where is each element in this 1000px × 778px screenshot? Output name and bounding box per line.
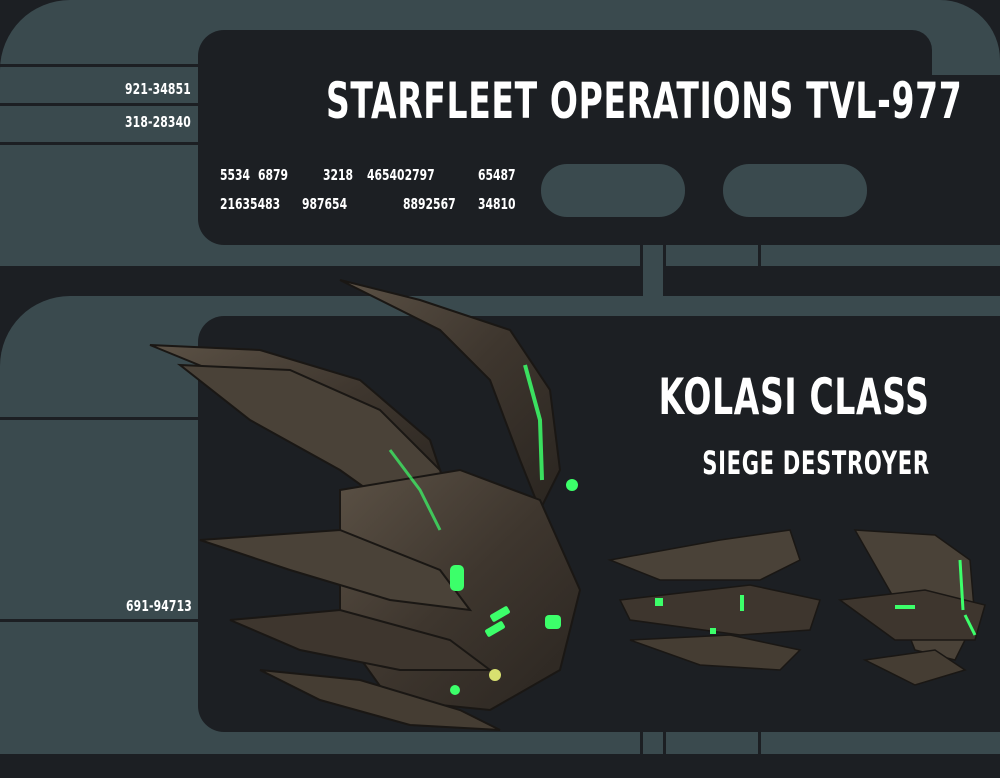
readout-r2-c1: 21635483 <box>220 195 281 213</box>
top-bottom-divider-2 <box>663 245 666 266</box>
readout-r1-c4: 465402797 <box>367 166 435 184</box>
side-code-2: 318-28340 <box>125 113 191 131</box>
ship-front-render-icon <box>838 529 986 686</box>
side-code-1: 921-34851 <box>125 80 191 98</box>
ship-side-render-icon <box>607 529 821 671</box>
bottom-bottom-divider-3 <box>758 732 761 754</box>
bottom-bottom-divider-1 <box>640 732 643 754</box>
top-left-divider-2 <box>0 103 198 106</box>
connector-bar-2 <box>666 266 758 296</box>
top-bottom-divider-1 <box>640 245 643 266</box>
readout-r1-c2: 6879 <box>258 166 289 184</box>
connector-bar-1 <box>643 266 663 296</box>
readout-r2-c3: 8892567 <box>403 195 456 213</box>
readout-r1-c3: 3218 <box>323 166 354 184</box>
ship-large-render-icon <box>149 279 582 731</box>
ship-class: KOLASI CLASS <box>658 368 930 426</box>
page-title: STARFLEET OPERATIONS TVL-977 <box>326 72 963 130</box>
readout-r1-c1: 5534 <box>220 166 251 184</box>
top-left-divider-3 <box>0 142 198 145</box>
top-left-divider-1 <box>0 64 198 67</box>
readout-r2-c2: 987654 <box>302 195 348 213</box>
ship-role: SIEGE DESTROYER <box>702 444 930 482</box>
lcars-button-1[interactable] <box>541 164 685 217</box>
bottom-left-divider-1 <box>0 417 198 420</box>
top-bottom-divider-3 <box>758 245 761 266</box>
readout-r2-c4: 34810 <box>478 195 516 213</box>
bottom-bottom-divider-2 <box>663 732 666 754</box>
lcars-button-2[interactable] <box>723 164 867 217</box>
readout-r1-c5: 65487 <box>478 166 516 184</box>
side-code-3: 691-94713 <box>126 597 192 615</box>
bottom-left-divider-2 <box>0 619 198 622</box>
